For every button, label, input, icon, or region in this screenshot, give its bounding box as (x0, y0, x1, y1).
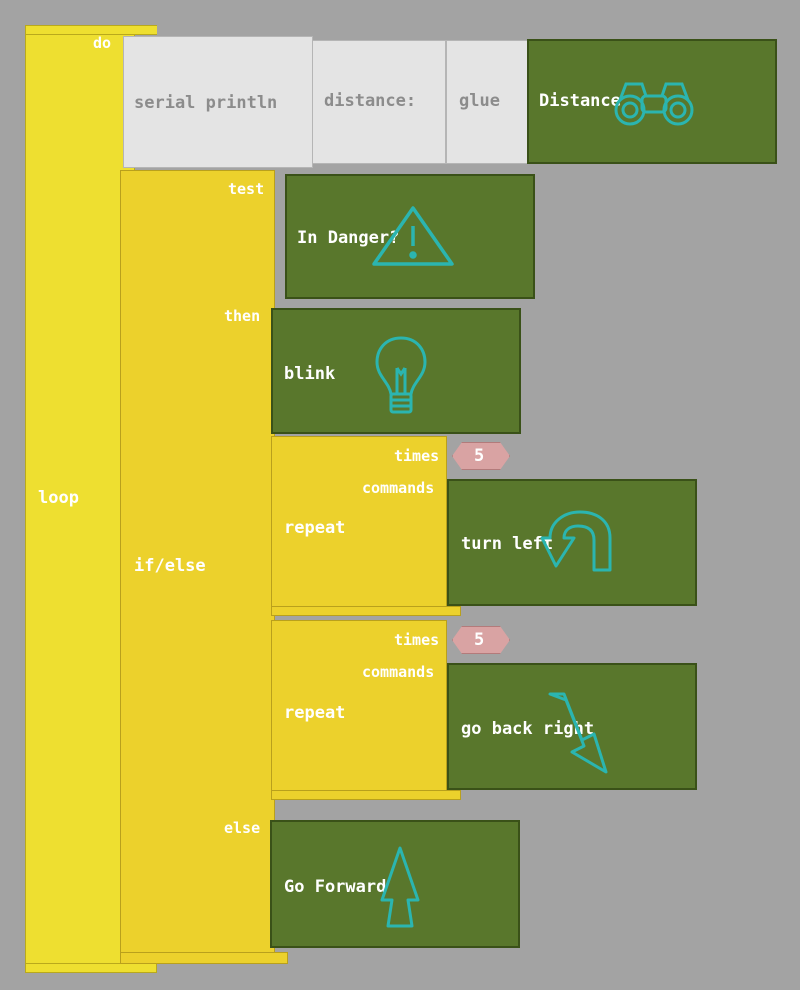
loop-block[interactable] (25, 25, 135, 973)
ifelse-bottom-arm (120, 952, 288, 964)
binoculars-icon (614, 82, 694, 126)
repeat-2-times-value: 5 (474, 630, 485, 650)
repeat-2-times-input[interactable] (452, 626, 510, 654)
warning-icon (372, 206, 454, 266)
loop-do-label: do (93, 34, 112, 52)
repeat-block-2[interactable] (271, 620, 447, 800)
in-danger-label: In Danger? (297, 228, 400, 248)
lightbulb-icon (375, 336, 427, 414)
glue-label: glue (459, 91, 500, 111)
repeat-2-bottom-arm (271, 790, 461, 800)
loop-label: loop (38, 488, 79, 508)
distance-sensor-block[interactable] (527, 39, 777, 164)
repeat-1-times-value: 5 (474, 446, 485, 466)
then-label: then (224, 307, 261, 325)
repeat-1-commands-label: commands (362, 479, 435, 497)
repeat-2-commands-label: commands (362, 663, 435, 681)
repeat-block-1[interactable] (271, 436, 447, 616)
up-arrow-icon (380, 846, 420, 928)
ifelse-block[interactable] (120, 170, 275, 964)
loop-do-arm (25, 25, 157, 35)
go-back-right-block[interactable] (447, 663, 697, 790)
go-forward-label: Go Forward (284, 877, 387, 897)
serial-println-label: serial println (134, 93, 278, 113)
down-right-arrow-icon (548, 692, 608, 774)
serial-println-block[interactable] (123, 36, 313, 168)
repeat-1-label: repeat (284, 518, 346, 538)
else-label: else (224, 819, 261, 837)
blink-label: blink (284, 364, 336, 384)
go-back-right-label: go back right (461, 719, 595, 739)
repeat-1-times-input[interactable] (452, 442, 510, 470)
in-danger-condition-block[interactable] (285, 174, 535, 299)
loop-bottom-arm (25, 963, 157, 973)
ifelse-label: if/else (134, 556, 206, 576)
turn-left-label: turn left (461, 534, 554, 554)
test-label: test (228, 180, 265, 198)
repeat-1-bottom-arm (271, 606, 461, 616)
go-forward-block[interactable] (270, 820, 520, 948)
repeat-2-times-label: times (394, 631, 440, 649)
text-label: distance: (324, 91, 417, 111)
distance-label: Distance (539, 91, 621, 111)
repeat-1-times-label: times (394, 447, 440, 465)
text-block[interactable] (312, 40, 446, 164)
repeat-2-label: repeat (284, 703, 346, 723)
u-turn-arrow-icon (540, 510, 612, 572)
